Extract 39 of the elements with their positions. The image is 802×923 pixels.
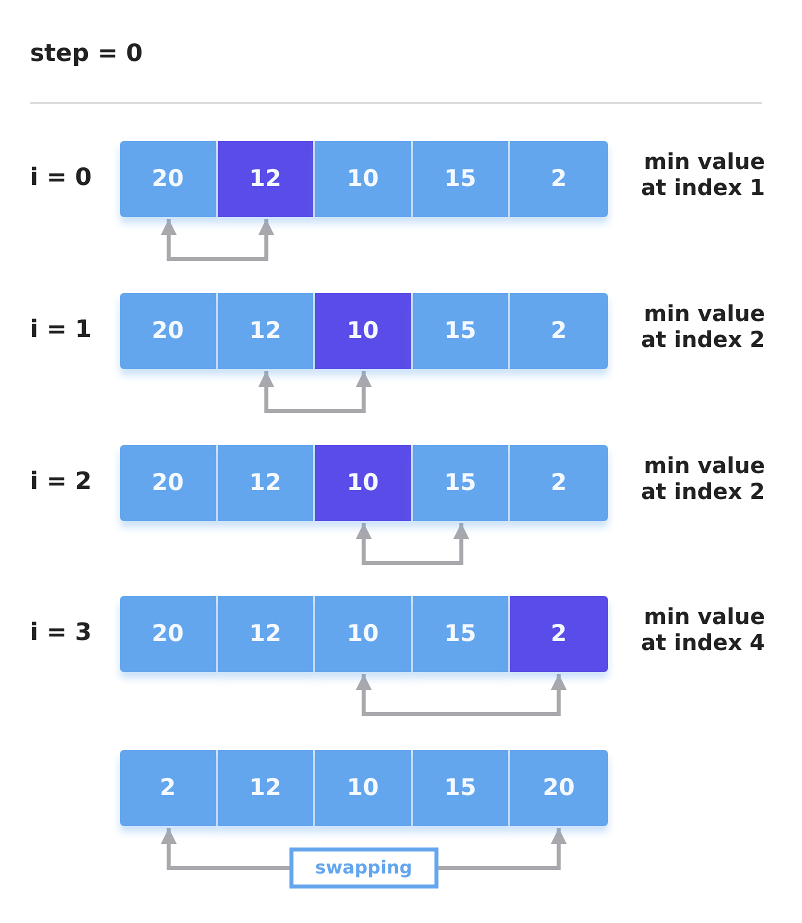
min-note: min value at index 2 [640,454,765,506]
bracket-arrow [258,371,372,413]
array-cell: 10 [315,445,412,521]
array-cell: 12 [218,293,315,369]
array-cell: 2 [510,596,608,672]
edge-label: swapping [289,848,438,888]
array-cell: 20 [510,750,608,826]
array-cell: 20 [120,596,218,672]
min-note: min value at index 2 [640,302,765,354]
array-cell: 15 [412,293,510,369]
array-cell: 15 [412,141,510,217]
array-cell: 20 [120,293,218,369]
step-heading: step = 0 [30,40,143,66]
array-cell: 2 [120,750,218,826]
array-cell: 12 [218,596,315,672]
array-cell: 15 [412,750,510,826]
row-label: i = 0 [30,164,92,190]
array-cell: 12 [218,141,315,217]
array-cell: 20 [120,445,218,521]
bracket-arrow [356,523,470,565]
array-cell: 2 [510,445,608,521]
array-cell: 15 [412,445,510,521]
array-cell: 10 [315,596,412,672]
min-note: min value at index 4 [640,605,765,657]
row-label: i = 1 [30,316,92,342]
array-cell: 10 [315,141,412,217]
array-cell: 12 [218,445,315,521]
array-cell: 10 [315,750,412,826]
bracket-arrow [356,674,567,716]
min-note: min value at index 1 [640,150,765,202]
array-cell: 2 [510,293,608,369]
row-label: i = 3 [30,619,92,645]
array-cell: 12 [218,750,315,826]
row-label: i = 2 [30,468,92,494]
array-cell: 10 [315,293,412,369]
array-cell: 20 [120,141,218,217]
bracket-arrow [160,219,274,261]
array-cell: 15 [412,596,510,672]
array-cell: 2 [510,141,608,217]
